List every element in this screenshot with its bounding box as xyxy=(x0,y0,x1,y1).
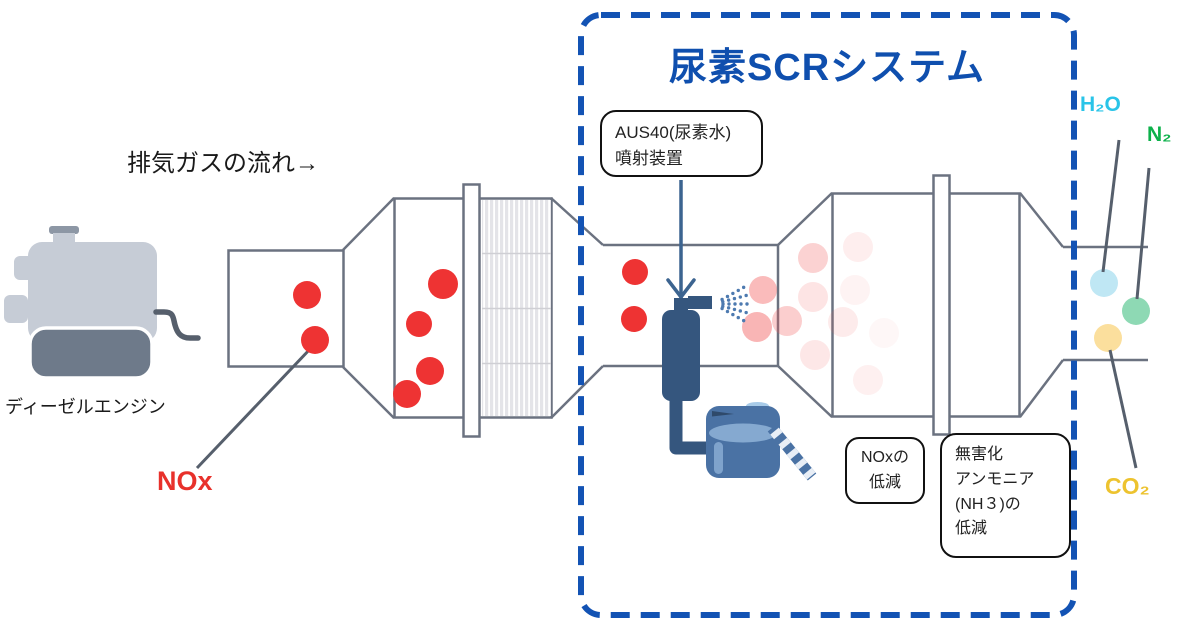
injector-callout-line2: 噴射装置 xyxy=(615,148,683,168)
nh3-reduction-line2: アンモニア xyxy=(955,470,1035,488)
scr-expander-top xyxy=(777,192,833,246)
nox-reduction-line2: 低減 xyxy=(868,473,901,491)
diesel-engine-illustration xyxy=(4,226,201,380)
diesel-engine-label: ディーゼルエンジン xyxy=(5,397,166,417)
nox-reduction-callout: NOxの 低減 xyxy=(845,437,925,504)
h2o-label: H₂O xyxy=(1080,93,1121,116)
injector-callout-line1: AUS40(尿素水) xyxy=(615,123,732,142)
co2-label: CO₂ xyxy=(1105,473,1150,499)
exhaust-flow-label: 排気ガスの流れ→ xyxy=(127,150,319,177)
urea-tank-illustration xyxy=(706,402,817,481)
co2-leader-line xyxy=(1108,349,1138,469)
scr-system-boundary xyxy=(578,12,1077,618)
reducer-cone-bottom xyxy=(550,365,604,419)
n2-leader-line xyxy=(1135,167,1151,300)
expander-cone-bottom xyxy=(342,366,395,419)
arrow-barb-right xyxy=(679,278,696,299)
h2o-leader-line xyxy=(1101,139,1121,273)
nox-leader-line xyxy=(195,346,313,470)
urea-spray-icon xyxy=(720,285,749,323)
nox-label: NOx xyxy=(157,466,213,496)
scr-expander-bottom xyxy=(777,365,833,418)
arrow-barb-left xyxy=(666,278,683,299)
urea-injector xyxy=(662,180,712,455)
scr-reducer-bottom xyxy=(1019,359,1064,418)
scr-reducer-top xyxy=(1019,192,1064,248)
n2-label: N₂ xyxy=(1147,123,1172,146)
nh3-reduction-line4: 低減 xyxy=(955,520,988,538)
scr-chamber xyxy=(831,192,1021,418)
nh3-reduction-callout: 無害化 アンモニア (NH３)の 低減 xyxy=(940,433,1071,558)
tank-lid xyxy=(709,423,777,443)
urea-feed-pipe xyxy=(669,398,712,455)
nox-reduction-line1: NOxの xyxy=(860,449,909,466)
exhaust-pipe-squiggle xyxy=(153,309,201,341)
expander-cone-top xyxy=(342,197,395,251)
reducer-cone-top xyxy=(550,197,604,246)
nh3-reduction-line1: 無害化 xyxy=(955,446,1004,463)
injector-nozzle xyxy=(688,296,712,309)
nh3-reduction-line3: (NH３)の xyxy=(955,495,1021,513)
flange-2 xyxy=(932,174,951,436)
outlet-gas-dots-group xyxy=(1090,269,1150,352)
injector-body xyxy=(662,310,700,401)
exhaust-ducting-2 xyxy=(462,174,1148,438)
gas-leader-lines xyxy=(1101,139,1151,469)
flange-1 xyxy=(462,183,481,438)
dpf-filter xyxy=(482,200,551,416)
nox-dots-group xyxy=(293,259,648,408)
inlet-duct xyxy=(227,249,345,368)
injector-callout: AUS40(尿素水) 噴射装置 xyxy=(600,110,763,177)
treated-dots-group xyxy=(742,232,899,395)
page-title: 尿素SCRシステム xyxy=(668,47,986,89)
